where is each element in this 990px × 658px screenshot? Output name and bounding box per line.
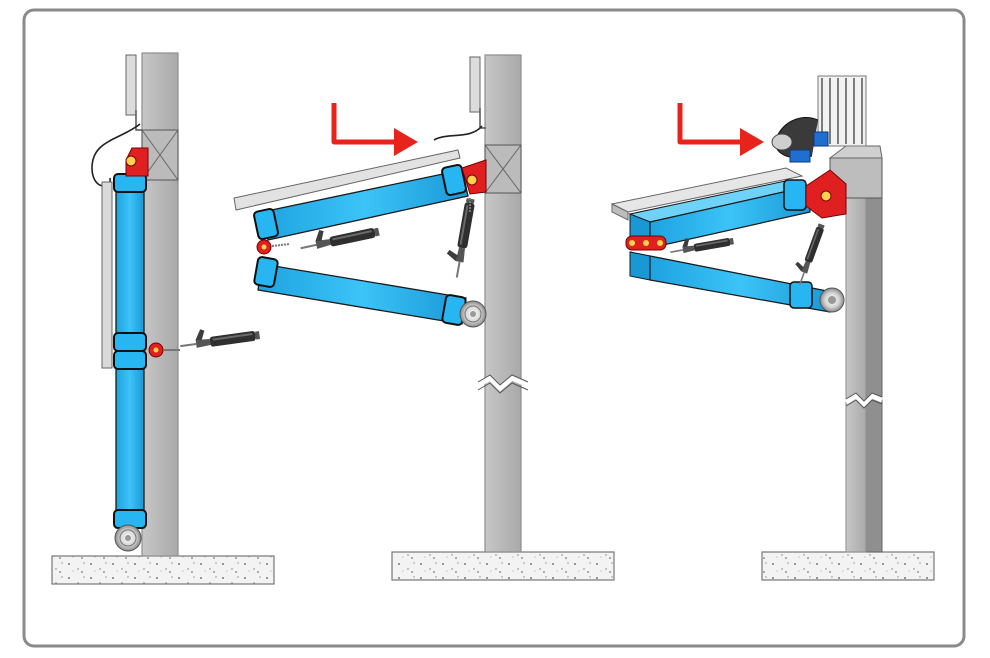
lip-plate <box>233 149 461 211</box>
hinge-bracket-icon <box>461 159 487 195</box>
arm-end-cap <box>789 281 813 309</box>
panel-opening <box>233 54 615 581</box>
wall-break-mark <box>844 392 883 408</box>
roller-wheel-icon <box>819 287 845 313</box>
dock-wall-side <box>865 176 883 553</box>
hinge-bracket-icon <box>148 342 164 358</box>
lip-plate <box>101 181 113 369</box>
panel-closed <box>51 52 275 585</box>
hinge-bracket-icon <box>256 239 272 255</box>
dock-wall <box>141 52 179 557</box>
arm-joint-lower <box>113 350 147 370</box>
hinge-bracket-icon <box>625 235 667 251</box>
foundation-slab <box>761 551 935 581</box>
arm-end-cap <box>783 179 807 211</box>
red-arrow-icon <box>331 103 418 156</box>
arm-end-cap <box>253 207 279 241</box>
hinge-bracket-icon <box>805 169 847 219</box>
dock-wall <box>845 195 867 553</box>
arm-end-cap <box>253 256 279 288</box>
door-frame-plate <box>469 56 481 113</box>
door-frame-plate <box>125 54 137 116</box>
hinge-bracket-icon <box>125 147 149 177</box>
arm-end-cap <box>441 163 467 197</box>
brush-seal <box>771 75 867 163</box>
foundation-slab <box>51 555 275 585</box>
arm-end-cap-top <box>113 173 147 193</box>
foundation-slab <box>391 551 615 581</box>
red-arrow-icon <box>677 103 764 156</box>
seal-cable <box>433 125 483 141</box>
panel-deployed <box>610 75 935 581</box>
wall-break-mark <box>476 374 530 392</box>
roller-wheel-icon <box>114 524 142 552</box>
arm-joint-upper <box>113 332 147 352</box>
dock-wall <box>484 54 522 553</box>
roller-wheel-icon <box>459 300 487 328</box>
